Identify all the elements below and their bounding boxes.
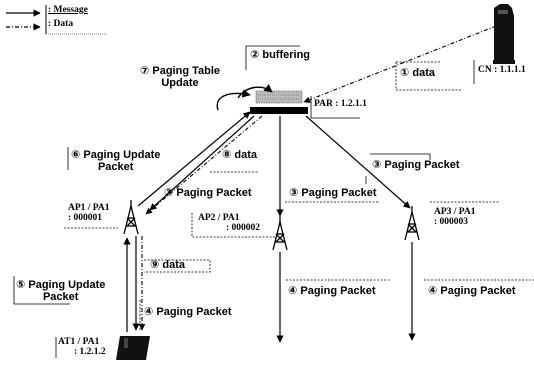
step-7-line-1: ⑦ Paging Table [140, 65, 221, 77]
mobile-phone-icon [493, 4, 515, 64]
ap2-label: AP2 / PA1 : 000002 [198, 213, 261, 234]
step-5-line-1: ⑤ Paging Update [16, 279, 106, 291]
step-4-paging-label-ap1: ④ Paging Packet [144, 306, 232, 318]
cn-label: CN : 1.1.1.1 [478, 65, 526, 75]
paging-update-arrow-ap1-to-par [137, 111, 251, 207]
data-arrow-par-to-ap1 [145, 115, 263, 215]
label-frames [13, 45, 534, 358]
step-5-paging-update-label: ⑤ Paging Update Packet [16, 279, 106, 303]
step-5-line-2: Packet [42, 290, 79, 303]
step-4-paging-label-ap2: ④ Paging Packet [288, 285, 376, 297]
data-arrow-cn-to-par [303, 25, 497, 103]
step-1-data-label: ① data [400, 67, 435, 79]
step-4-paging-label-ap3: ④ Paging Packet [428, 285, 516, 297]
step-6-line-1: ⑥ Paging Update [71, 149, 161, 161]
step-6-paging-update-label: ⑥ Paging Update Packet [71, 149, 161, 173]
ap3-address: : 000003 [434, 216, 469, 227]
ap1-address: : 000001 [68, 212, 103, 223]
at1-label: AT1 / PA1 : 1.2.1.2 [58, 337, 106, 358]
step-9-data-label-upper: ⑧ data [222, 149, 257, 161]
at1-address: : 1.2.1.2 [74, 346, 106, 357]
ap2-address: : 000002 [226, 222, 261, 233]
ap1-label: AP1 / PA1 : 000001 [68, 203, 110, 224]
step-3-paging-label-right: ③ Paging Packet [372, 159, 460, 171]
at1-name: AT1 / PA1 [58, 337, 100, 347]
paging-table-update-arrows [216, 84, 273, 111]
ap2-name: AP2 / PA1 [198, 213, 240, 223]
step-9-data-label-lower: ⑨ data [150, 259, 185, 271]
ap3-label: AP3 / PA1 : 000003 [434, 207, 476, 228]
antenna-tower-icon [404, 206, 420, 241]
step-7-line-2: Update [161, 76, 199, 89]
step-3-paging-label-middle: ③ Paging Packet [289, 187, 377, 199]
antenna-tower-icon [123, 200, 139, 235]
legend-message-label: : Message [48, 5, 88, 15]
step-2-buffering-label: ② buffering [250, 49, 311, 61]
legend-graphic [6, 5, 108, 35]
terminal-icon [116, 336, 150, 360]
paging-arrow-par-to-ap1 [149, 115, 255, 211]
par-label: PAR : 1.2.1.1 [314, 99, 367, 109]
ap1-name: AP1 / PA1 [68, 203, 110, 213]
antenna-tower-icon [272, 216, 288, 251]
step-3-paging-label-left: ③ Paging Packet [164, 187, 252, 199]
legend-data-label: : Data [48, 19, 74, 29]
step-7-paging-table-label: ⑦ Paging Table Update [140, 65, 221, 89]
step-6-line-2: Packet [97, 160, 134, 173]
paging-arrow-par-to-ap3 [305, 115, 411, 209]
router-icon [250, 90, 308, 114]
ap3-name: AP3 / PA1 [434, 207, 476, 217]
